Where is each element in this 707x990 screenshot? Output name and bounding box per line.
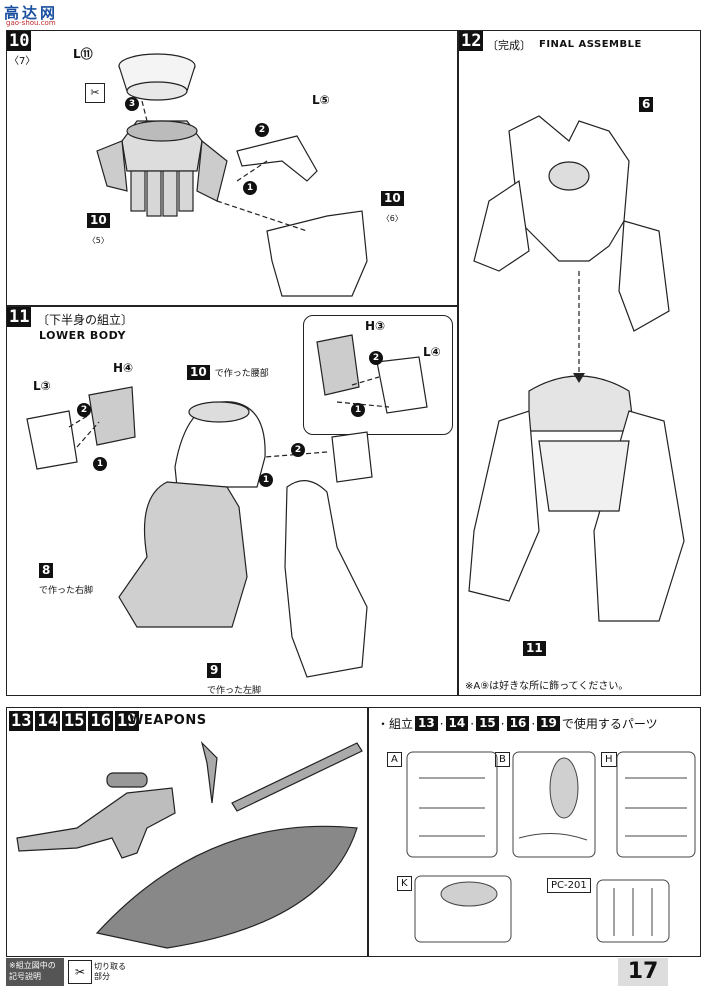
weapons-illustration — [16, 741, 363, 949]
parts-heading: ・組立 13· 14· 15· 16· 19 で使用するパーツ — [377, 716, 658, 731]
watermark-text: 高达网 — [4, 4, 59, 22]
runner-A-label: A — [387, 752, 402, 767]
step12-panel: 12 〔完成〕 FINAL ASSEMBLE 6 11 ※A⑨は好きな所に飾って… — [458, 30, 701, 696]
watermark-url: gao-shou.com — [6, 19, 56, 27]
ref-10-6: 10 〈6〉 — [381, 191, 404, 223]
part-L11-label: L⑪ — [73, 47, 93, 61]
step11-arrow-2c: 2 — [369, 351, 383, 365]
step10-arrow-1: 1 — [243, 181, 257, 195]
part-L5-label: L⑤ — [312, 93, 330, 107]
step11-arrow-1c: 1 — [351, 403, 365, 417]
step12-title-jp: 〔完成〕 — [487, 39, 531, 52]
weapons-title: WEAPONS — [129, 713, 207, 728]
part-L3-label: L③ — [33, 379, 51, 393]
runner-H-label: H — [601, 752, 617, 767]
waist-ref: 10 で作った腰部 — [187, 361, 269, 380]
step11-arrow-1b: 1 — [259, 473, 273, 487]
ref-10-5: 10 〈5〉 — [87, 213, 110, 245]
footer: ※組立図中の記号説明 ✂ 切り取る部分 17 — [6, 958, 701, 988]
step10-arrow-2: 2 — [255, 123, 269, 137]
step11-title-en: LOWER BODY — [39, 329, 126, 342]
runner-B-label: B — [495, 752, 510, 767]
part-H4-label: H④ — [113, 361, 134, 375]
step11-illustration — [26, 334, 428, 678]
step12-note: ※A⑨は好きな所に飾ってください。 — [465, 681, 629, 692]
weapons-panel: 13 14 15 16 19 WEAPONS — [6, 707, 368, 957]
step11-panel: 11 〔下半身の組立〕 LOWER BODY — [6, 306, 458, 696]
runner-PC201-label: PC-201 — [547, 878, 591, 893]
legend-cut-icon: ✂ — [68, 960, 92, 984]
step11-arrow-2b: 2 — [291, 443, 305, 457]
step12-title-en: FINAL ASSEMBLE — [539, 39, 642, 50]
step10-arrow-3: 3 — [125, 97, 139, 111]
watermark-logo: 高达网 gao-shou.com — [2, 2, 70, 28]
step12-lower-ref: 11 — [523, 641, 546, 656]
step12-number: 12 — [459, 31, 484, 51]
right-leg-ref: 8 で作った右脚 — [39, 563, 94, 596]
runner-sprues — [406, 751, 696, 943]
step11-title-jp: 〔下半身の組立〕 — [37, 313, 134, 327]
page-number: 17 — [618, 958, 668, 986]
step12-upper-ref: 6 — [639, 97, 654, 112]
step11-arrow-1a: 1 — [93, 457, 107, 471]
nipper-icon: ✂ — [85, 83, 105, 103]
part-H3-label: H③ — [365, 319, 386, 333]
step10-illustration — [96, 53, 368, 297]
step10-panel: 10 〈7〉 L⑪ L⑤ ✂ 3 2 1 — [6, 30, 458, 306]
runner-K-label: K — [397, 876, 412, 891]
part-L4-label: L④ — [423, 345, 441, 359]
parts-panel: ・組立 13· 14· 15· 16· 19 で使用するパーツ A B H K … — [368, 707, 701, 957]
weapons-step-numbers: 13 14 15 16 19 — [9, 711, 140, 731]
step11-number: 11 — [7, 307, 32, 327]
step12-illustration — [468, 115, 685, 622]
legend-title: ※組立図中の記号説明 — [6, 958, 64, 986]
step10-sub: 〈7〉 — [9, 56, 36, 67]
step11-inset-box — [303, 315, 453, 435]
step10-number: 10 — [7, 31, 32, 51]
legend-desc: 切り取る部分 — [94, 962, 126, 981]
step11-arrow-2a: 2 — [77, 403, 91, 417]
left-leg-ref: 9 で作った左脚 — [207, 663, 262, 696]
